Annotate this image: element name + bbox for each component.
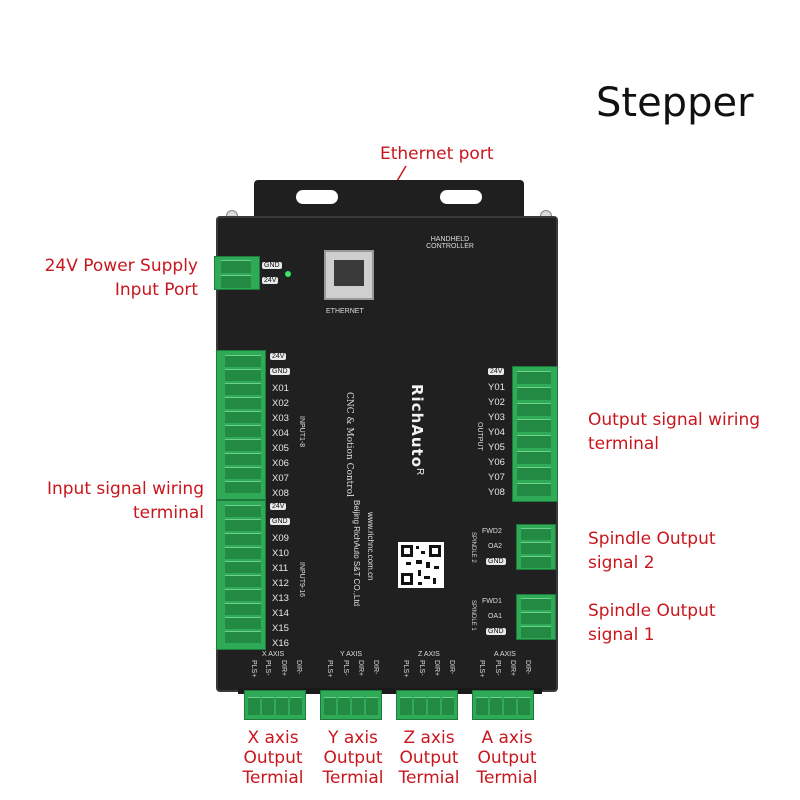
- axis-pin-label: PLS-: [342, 660, 349, 676]
- mounting-bracket: [254, 180, 524, 220]
- mount-hole-right: [440, 190, 482, 204]
- axis-pin-label: PLS+: [478, 660, 485, 678]
- y-axis-terminal[interactable]: [320, 690, 382, 720]
- ethernet-port-callout: Ethernet port: [380, 144, 494, 164]
- x-axis-terminal[interactable]: [244, 690, 306, 720]
- spindle2-terminal[interactable]: [516, 524, 556, 570]
- axis-pin-label: DIR-: [295, 660, 302, 675]
- output-terminal[interactable]: [512, 366, 558, 502]
- page-title: Stepper: [596, 80, 754, 126]
- input-pin-label: X04: [272, 428, 289, 439]
- axis-pin-label: DIR-: [372, 660, 379, 675]
- input-pin-label: X12: [272, 578, 289, 589]
- input-terminal-1-8[interactable]: [216, 350, 266, 500]
- output-24v-tag: 24V: [488, 368, 505, 375]
- axis-pin-label: PLS-: [264, 660, 271, 676]
- axis-pin-label: PLS+: [402, 660, 409, 678]
- input-pin-label: X06: [272, 458, 289, 469]
- output-pin-label: Y06: [488, 457, 505, 468]
- axis-pin-label: PLS-: [418, 660, 425, 676]
- input-pin-label: X11: [272, 563, 289, 574]
- axis-pin-label: DIR-: [448, 660, 455, 675]
- ethernet-label: ETHERNET: [326, 308, 364, 315]
- axis-pin-label: DIR+: [433, 660, 440, 677]
- input-pin-label: X01: [272, 383, 289, 394]
- qr-code-icon: [398, 542, 444, 588]
- power-input-terminal[interactable]: [214, 256, 260, 290]
- axis-pin-label: DIR-: [524, 660, 531, 675]
- registered-mark: R: [414, 468, 425, 476]
- a-axis-terminal[interactable]: [472, 690, 534, 720]
- input2-group-label: INPUT9-16: [298, 562, 305, 598]
- spindle1-terminal[interactable]: [516, 594, 556, 640]
- output-pin-label: Y05: [488, 442, 505, 453]
- axis-pin-label: DIR+: [357, 660, 364, 677]
- spindle1-group-label: SPINDLE 1: [470, 600, 476, 631]
- z-axis-label: Z AXIS: [418, 651, 440, 658]
- bottom-rail: [238, 688, 542, 694]
- input-pin-label: X02: [272, 398, 289, 409]
- input2-24v-tag: 24V: [270, 503, 287, 510]
- output-pin-label: Y02: [488, 397, 505, 408]
- input-pin-label: X15: [272, 623, 289, 634]
- input1-24v-tag: 24V: [270, 353, 287, 360]
- input-pin-label: X08: [272, 488, 289, 499]
- power-gnd-tag: GND: [262, 262, 282, 269]
- input1-group-label: INPUT1-8: [298, 416, 305, 448]
- spindle1-pin-label: OA1: [488, 613, 503, 620]
- y-axis-label: Y AXIS: [340, 651, 363, 658]
- output-pin-label: Y07: [488, 472, 505, 483]
- output-pin-label: Y01: [488, 382, 505, 393]
- axis-pin-label: PLS-: [494, 660, 501, 676]
- website-text: www.richnc.com.cn: [366, 512, 375, 581]
- mount-hole-left: [296, 190, 338, 204]
- spindle2-pin-label: OA2: [488, 543, 503, 550]
- spindle2-pin-label: FWD2: [482, 528, 502, 535]
- output-pin-label: Y04: [488, 427, 505, 438]
- spindle2-group-label: SPINDLE 2: [470, 532, 476, 563]
- input2-gnd-tag: GND: [270, 518, 290, 525]
- power-24v-tag: 24V: [262, 277, 279, 284]
- a-axis-label: A AXIS: [494, 651, 516, 658]
- axis-pin-label: DIR+: [509, 660, 516, 677]
- input-pin-label: X07: [272, 473, 289, 484]
- input-terminal-9-16[interactable]: [216, 500, 266, 650]
- output-group-label: OUTPUT: [476, 422, 483, 451]
- input-pin-label: X14: [272, 608, 289, 619]
- brand-logo: RichAuto: [408, 384, 426, 469]
- power-led-icon: [285, 271, 291, 277]
- input-pin-label: X09: [272, 533, 289, 544]
- input-pin-label: X03: [272, 413, 289, 424]
- input1-gnd-tag: GND: [270, 368, 290, 375]
- input-pin-label: X16: [272, 638, 289, 649]
- output-pin-label: Y08: [488, 487, 505, 498]
- input-pin-label: X10: [272, 548, 289, 559]
- input-pin-label: X13: [272, 593, 289, 604]
- axis-pin-label: DIR+: [280, 660, 287, 677]
- axis-pin-label: PLS+: [250, 660, 257, 678]
- axis-pin-label: PLS+: [326, 660, 333, 678]
- controller-body: [216, 216, 558, 692]
- x-axis-label: X AXIS: [262, 651, 285, 658]
- device-subtitle: CNC & Motion Control: [344, 392, 354, 497]
- input-pin-label: X05: [272, 443, 289, 454]
- spindle1-gnd-tag: GND: [486, 628, 506, 635]
- spindle1-pin-label: FWD1: [482, 598, 502, 605]
- spindle2-gnd-tag: GND: [486, 558, 506, 565]
- z-axis-terminal[interactable]: [396, 690, 458, 720]
- ethernet-port-icon[interactable]: [324, 250, 374, 300]
- company-text: Beijing RichAuto S&T CO.,Ltd: [352, 500, 361, 607]
- output-pin-label: Y03: [488, 412, 505, 423]
